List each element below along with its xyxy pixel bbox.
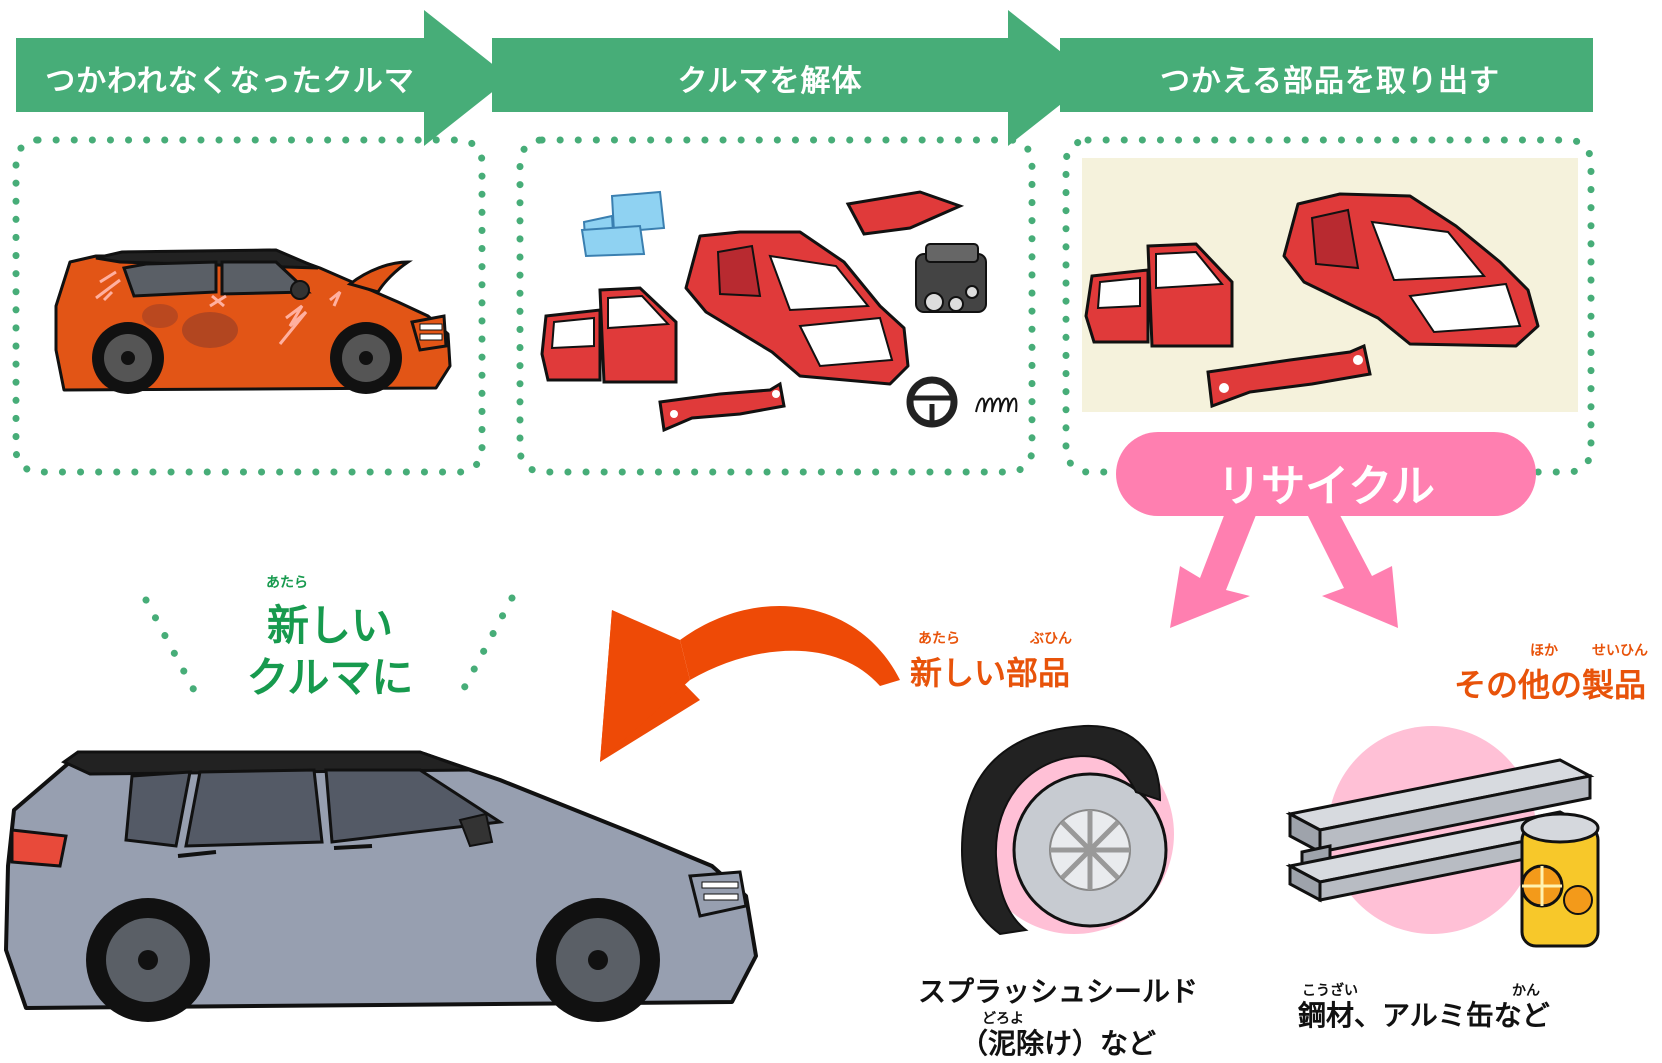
new-car-ruby: あたら — [266, 575, 308, 591]
step-3-label: つかえる部品を取り出す — [1159, 64, 1501, 99]
other-products-ruby-1: ほか — [1530, 643, 1558, 659]
car-body-frame-icon — [1282, 192, 1540, 348]
coil-spring-icon — [975, 397, 1018, 413]
new-parts-ruby-2: ぶひん — [1030, 631, 1072, 647]
steel-label: 鋼材、アルミ缶など — [1298, 999, 1550, 1032]
step-arrow-2 — [492, 10, 1094, 146]
step-2-label: クルマを解体 — [677, 64, 863, 99]
aluminum-can-icon — [1520, 812, 1600, 948]
frame-old-car — [12, 136, 486, 476]
engine-icon — [915, 243, 987, 313]
steel-beam-icon — [1285, 758, 1595, 903]
car-door-icon — [540, 286, 678, 384]
steering-wheel-icon — [906, 376, 958, 428]
recycle-pill — [1116, 432, 1536, 516]
other-products-ruby-2: せいひん — [1592, 643, 1648, 659]
old-car-icon — [54, 248, 452, 394]
new-car-icon — [4, 750, 758, 1022]
splash-shield-icon — [960, 724, 1168, 936]
step-1-label: つかわれなくなったクルマ — [45, 64, 415, 99]
recycle-label: リサイクル — [1217, 461, 1435, 512]
hood-panel-icon — [845, 190, 965, 236]
other-products-label: その他の製品 — [1454, 666, 1647, 704]
splash-line1: スプラッシュシールド — [917, 975, 1198, 1008]
windshield-icon — [580, 190, 666, 258]
new-parts-label: 新しい部品 — [910, 654, 1071, 692]
new-car-line1: 新しい — [266, 601, 393, 650]
new-parts-ruby-1: あたら — [918, 631, 960, 647]
car-body-frame-icon — [684, 230, 910, 386]
bumper-beam-icon — [1206, 343, 1372, 409]
frame-dismantle — [516, 136, 1036, 476]
new-car-line2: クルマに — [246, 653, 414, 702]
step-banner-3 — [1060, 38, 1593, 112]
curved-arrow-icon — [600, 605, 900, 762]
splash-line2: （泥除け）など — [959, 1027, 1156, 1060]
recycle-arrows — [1170, 500, 1398, 628]
steel-ruby-2: かん — [1512, 983, 1540, 999]
car-door-icon — [1084, 242, 1234, 348]
step-arrow-1 — [16, 10, 510, 146]
steel-ruby-1: こうざい — [1302, 983, 1358, 999]
bumper-beam-icon — [658, 381, 786, 433]
splash-ruby: どろよ — [982, 1011, 1024, 1027]
